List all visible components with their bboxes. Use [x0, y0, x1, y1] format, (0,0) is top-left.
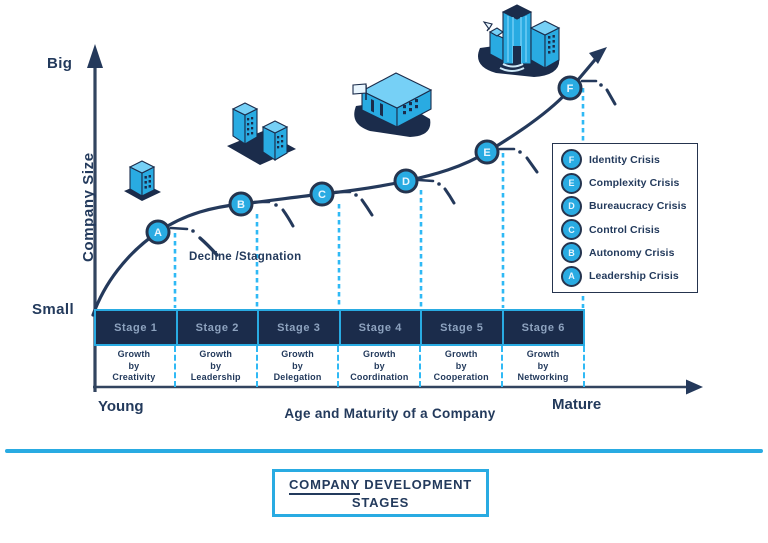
growth-stage-2: Growth by Leadership — [173, 346, 256, 387]
crisis-point-e: E — [474, 139, 500, 165]
crisis-drop-lines — [173, 88, 585, 308]
y-axis-top-label: Big — [47, 55, 73, 72]
by-word: by — [128, 360, 140, 371]
crisis-point-e-letter: E — [483, 147, 490, 159]
x-axis-left-label: Young — [98, 398, 144, 415]
crisis-badge-d: D — [561, 195, 582, 217]
crisis-point-b: B — [228, 191, 254, 217]
crisis-point-d-letter: D — [402, 176, 410, 188]
legend-item-complexity: E Complexity Crisis — [561, 172, 689, 194]
growth-method-3: Delegation — [273, 372, 322, 383]
x-axis-right-label: Mature — [552, 396, 602, 413]
legend-label: Identity Crisis — [589, 153, 660, 166]
crisis-badge-b: B — [561, 242, 582, 264]
legend-label: Complexity Crisis — [589, 177, 680, 190]
legend-item-control: C Control Crisis — [561, 219, 689, 241]
crisis-point-c-letter: C — [318, 189, 326, 201]
y-axis-bottom-label: Small — [32, 301, 75, 318]
growth-method-4: Coordination — [350, 372, 409, 383]
by-word: by — [455, 360, 467, 371]
decline-arrow-a — [198, 236, 219, 257]
warehouse-building-icon — [352, 72, 433, 137]
stage-5-label: Stage 5 — [420, 311, 502, 344]
crisis-point-c: C — [309, 181, 335, 207]
stage-header-row: Stage 1 Stage 2 Stage 3 Stage 4 Stage 5 … — [94, 309, 585, 346]
by-word: by — [373, 360, 385, 371]
x-axis — [93, 379, 703, 395]
growth-word: Growth — [281, 348, 314, 359]
growth-word: Growth — [363, 348, 396, 359]
growth-method-6: Networking — [517, 372, 569, 383]
growth-curve — [91, 53, 601, 317]
growth-stage-4: Growth by Coordination — [337, 346, 419, 387]
y-axis-arrow — [87, 44, 103, 68]
y-axis-title: Company Size — [80, 152, 97, 262]
small-building-icon — [124, 160, 161, 201]
crisis-badge-a: A — [561, 265, 582, 287]
city-buildings-icon — [227, 102, 296, 165]
legend-item-autonomy: B Autonomy Crisis — [561, 242, 689, 264]
legend-label: Control Crisis — [589, 223, 660, 236]
diagram-title-box: COMPANY DEVELOPMENT STAGES — [272, 469, 489, 517]
stage-1-label: Stage 1 — [114, 321, 158, 334]
stage-3-label: Stage 3 — [257, 311, 339, 344]
legend-item-leadership: A Leadership Crisis — [561, 265, 689, 287]
by-word: by — [537, 360, 549, 371]
stage-6-label: Stage 6 — [501, 311, 584, 344]
growth-stage-3: Growth by Delegation — [255, 346, 338, 387]
legend-label: Leadership Crisis — [589, 270, 679, 283]
stage-4-label: Stage 4 — [338, 311, 421, 344]
crisis-badge-f: F — [561, 149, 582, 171]
crisis-point-d: D — [393, 168, 419, 194]
decline-ticks — [169, 79, 617, 257]
title-word-development: DEVELOPMENT — [364, 476, 473, 492]
title-word-company: COMPANY — [288, 476, 360, 495]
stage-bar: Stage 1 Stage 2 Stage 3 Stage 4 Stage 5 … — [94, 309, 585, 387]
growth-method-1: Creativity — [112, 372, 156, 383]
crisis-points: A B C D E F — [145, 75, 583, 245]
growth-method-2: Leadership — [190, 372, 241, 383]
crisis-point-f: F — [557, 75, 583, 101]
building-icons — [124, 4, 561, 201]
legend-item-bureaucracy: D Bureaucracy Crisis — [561, 195, 689, 217]
growth-word: Growth — [444, 348, 478, 359]
by-word: by — [292, 360, 304, 371]
diagram-title-line1: COMPANY DEVELOPMENT — [288, 476, 473, 495]
growth-row: Growth by Creativity Growth by Leadershi… — [94, 346, 585, 387]
x-axis-title: Age and Maturity of a Company — [284, 406, 496, 421]
diagram-title-line2: STAGES — [351, 494, 410, 510]
legend-label: Autonomy Crisis — [589, 246, 675, 259]
crisis-point-a-letter: A — [154, 227, 162, 239]
decline-stagnation-label: Decline /Stagnation — [189, 251, 302, 263]
growth-word: Growth — [117, 348, 151, 359]
growth-stage-6: Growth by Networking — [501, 346, 585, 387]
curve-arrow — [589, 47, 607, 64]
legend-label: Bureaucracy Crisis — [589, 200, 687, 213]
crisis-badge-c: C — [561, 219, 582, 241]
legend-item-identity: F Identity Crisis — [561, 149, 689, 171]
growth-word: Growth — [526, 348, 560, 359]
crisis-point-a: A — [145, 219, 171, 245]
headquarters-building-icon — [478, 4, 561, 77]
growth-stage-1: Growth by Creativity — [94, 346, 174, 387]
growth-method-5: Cooperation — [433, 372, 489, 383]
crisis-point-b-letter: B — [237, 199, 245, 211]
footer-divider — [5, 449, 763, 453]
stage-2-label: Stage 2 — [175, 311, 258, 344]
by-word: by — [210, 360, 222, 371]
growth-word: Growth — [199, 348, 233, 359]
crisis-badge-e: E — [561, 172, 582, 194]
crisis-point-f-letter: F — [567, 83, 574, 95]
crisis-legend: F Identity Crisis E Complexity Crisis D … — [552, 143, 698, 293]
x-axis-arrow — [686, 379, 703, 395]
growth-stage-5: Growth by Cooperation — [419, 346, 501, 387]
